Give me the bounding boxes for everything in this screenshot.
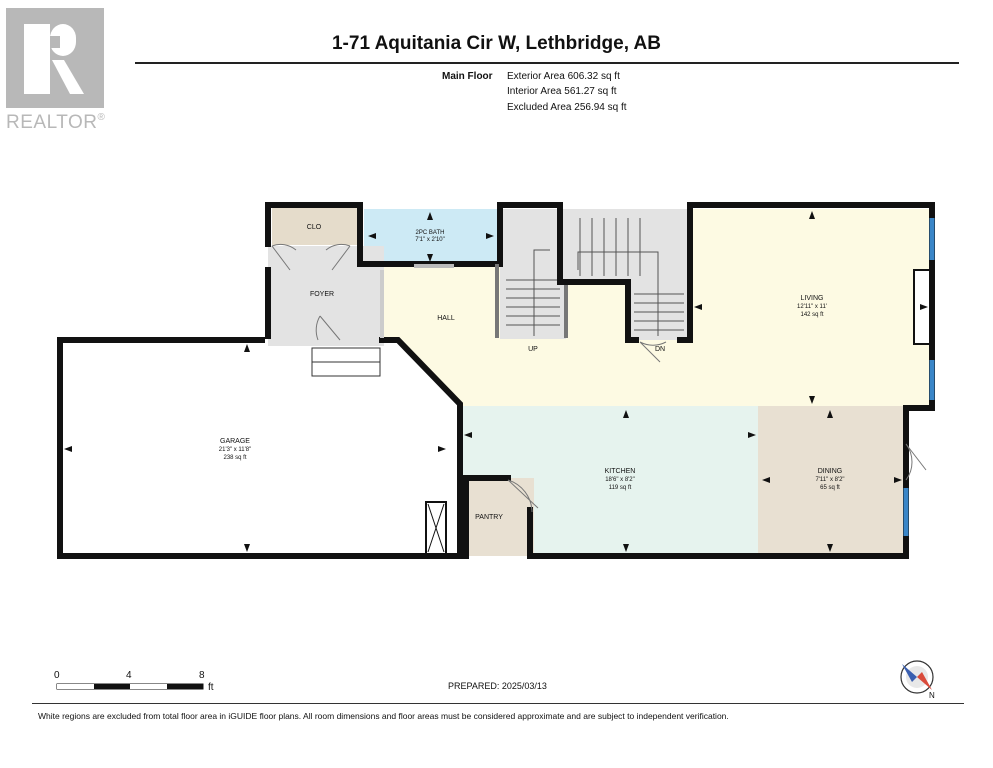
- room-label-clo: CLO: [307, 224, 322, 231]
- svg-text:N: N: [929, 691, 935, 700]
- stair-label-up: UP: [528, 346, 538, 353]
- room-dims-garage: 21'3" x 11'8": [219, 447, 251, 453]
- prepared-date: PREPARED: 2025/03/13: [448, 681, 547, 691]
- disclaimer-divider: [32, 703, 964, 704]
- closet-fill: [272, 207, 357, 245]
- exterior-area: Exterior Area 606.32 sq ft: [507, 71, 620, 82]
- compass-icon: N: [900, 660, 935, 700]
- room-fills: [268, 207, 930, 556]
- windows: [903, 218, 935, 536]
- dining-fill: [758, 406, 908, 556]
- room-area-kitchen: 119 sq ft: [609, 485, 632, 491]
- room-dims-kitchen: 18'6" x 8'2": [605, 477, 635, 483]
- room-area-dining: 65 sq ft: [820, 485, 840, 491]
- disclaimer-text: White regions are excluded from total fl…: [38, 711, 729, 721]
- room-label-hall: HALL: [437, 315, 455, 322]
- excluded-area: Excluded Area 256.94 sq ft: [507, 102, 627, 113]
- bath-shelf: [414, 264, 454, 268]
- realtor-logo: [6, 8, 104, 108]
- room-label-kitchen: KITCHEN: [605, 468, 636, 475]
- pantry-fill: [466, 478, 534, 556]
- stair-walls: [495, 264, 568, 338]
- room-labels: CLO 2PC BATH 7'1" x 2'10" FOYER HALL UP …: [219, 224, 845, 521]
- stair-treads: [506, 218, 684, 336]
- page-title: 1-71 Aquitania Cir W, Lethbridge, AB: [331, 33, 661, 54]
- room-dims-dining: 7'11" x 8'2": [815, 477, 844, 483]
- room-label-pantry: PANTRY: [475, 514, 503, 521]
- room-dims-bath: 7'1" x 2'10": [415, 237, 445, 243]
- doors: [271, 243, 927, 513]
- room-label-garage: GARAGE: [220, 438, 250, 445]
- room-label-bath: 2PC BATH: [416, 230, 445, 236]
- realtor-wordmark: REALTOR®: [6, 112, 106, 133]
- stair-label-dn: DN: [655, 346, 665, 353]
- walls: [57, 202, 935, 559]
- dimension-arrows: [64, 211, 928, 552]
- title-divider: [135, 62, 959, 64]
- scale-bar: [56, 683, 204, 690]
- interior-area: Interior Area 561.27 sq ft: [507, 86, 617, 97]
- scale-labels: 0 4 8 ft: [54, 670, 214, 693]
- stair-up-fill: [500, 209, 566, 339]
- foyer-fill: [268, 246, 384, 346]
- garage-cabinet: [425, 501, 447, 555]
- room-area-living: 142 sq ft: [800, 312, 823, 318]
- foyer-hall-divider: [380, 270, 384, 338]
- room-label-foyer: FOYER: [310, 291, 334, 298]
- room-label-living: LIVING: [801, 295, 824, 302]
- room-dims-living: 12'11" x 11': [797, 304, 827, 310]
- floor-label: Main Floor: [442, 71, 493, 82]
- room-label-dining: DINING: [818, 468, 843, 475]
- room-area-garage: 238 sq ft: [223, 455, 246, 461]
